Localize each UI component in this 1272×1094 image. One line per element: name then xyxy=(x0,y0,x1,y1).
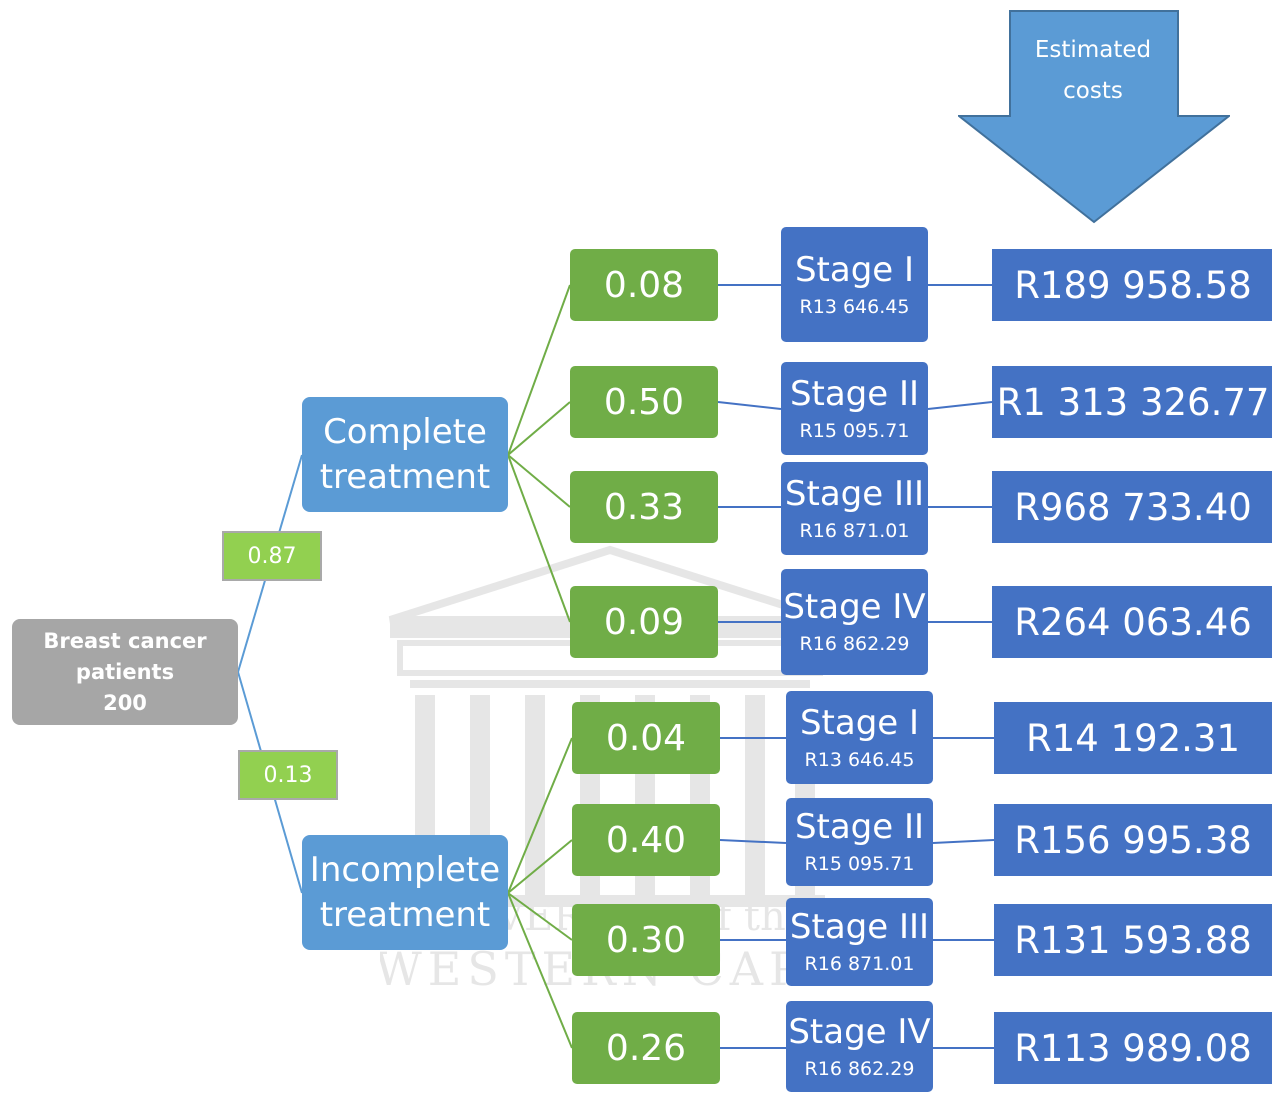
stage-probability: 0.50 xyxy=(570,366,718,438)
stage-cost: R16 871.01 xyxy=(804,953,915,975)
treatment-label: Complete treatment xyxy=(319,411,491,497)
estimated-cost: R131 593.88 xyxy=(994,904,1272,976)
stage-name: Stage I xyxy=(794,249,915,290)
stage-node: Stage II R15 095.71 xyxy=(786,798,933,886)
root-node: Breast cancer patients 200 xyxy=(12,619,238,725)
connector-complete-stage3 xyxy=(507,454,571,508)
connector-complete-stage4 xyxy=(507,454,571,623)
stage-name: Stage III xyxy=(784,473,925,514)
stage-probability: 0.09 xyxy=(570,586,718,658)
root-count: 200 xyxy=(103,690,147,715)
connector-complete-stage1 xyxy=(507,284,571,456)
down-arrow-icon xyxy=(958,10,1230,224)
stage-cost: R16 862.29 xyxy=(799,633,910,655)
estimated-cost: R189 958.58 xyxy=(992,249,1272,321)
connector-incomplete-stage3 xyxy=(507,892,573,941)
stage-name: Stage II xyxy=(789,373,920,414)
stage-cost: R16 862.29 xyxy=(804,1057,915,1080)
stage-node: Stage IV R16 862.29 xyxy=(786,1001,933,1092)
treatment-node-incomplete: Incomplete treatment xyxy=(302,835,508,950)
stage-cost: R13 646.45 xyxy=(804,748,915,771)
stage-probability: 0.04 xyxy=(572,702,720,774)
stage-node: Stage III R16 871.01 xyxy=(786,898,933,986)
stage-cost: R13 646.45 xyxy=(799,295,910,318)
estimated-cost: R113 989.08 xyxy=(994,1012,1272,1084)
stage-node: Stage III R16 871.01 xyxy=(781,462,928,555)
stage-probability: 0.30 xyxy=(572,904,720,976)
estimated-cost: R156 995.38 xyxy=(994,804,1272,876)
stage-cost: R15 095.71 xyxy=(799,419,910,442)
stage-name: Stage IV xyxy=(783,587,926,627)
connector-prob-stage-c2 xyxy=(717,401,782,410)
stage-node: Stage IV R16 862.29 xyxy=(781,569,928,675)
connector-complete-stage2 xyxy=(507,401,571,456)
stage-probability: 0.33 xyxy=(570,471,718,543)
stage-name: Stage IV xyxy=(788,1011,931,1052)
estimated-cost: R968 733.40 xyxy=(992,471,1272,543)
connector-incomplete-stage1 xyxy=(507,737,573,894)
stage-cost: R15 095.71 xyxy=(804,853,915,875)
connector-incomplete-stage2 xyxy=(507,839,573,894)
stage-name: Stage III xyxy=(789,907,930,947)
stage-cost: R16 871.01 xyxy=(799,519,910,542)
root-label: Breast cancer patients xyxy=(43,628,207,684)
connector-incomplete-stage4 xyxy=(507,892,573,1049)
stage-probability: 0.08 xyxy=(570,249,718,321)
connector-stage-cost-i2 xyxy=(932,839,995,844)
stage-node: Stage II R15 095.71 xyxy=(781,362,928,455)
connector-stage-cost-c2 xyxy=(927,401,993,410)
stage-node: Stage I R13 646.45 xyxy=(786,691,933,784)
estimated-cost: R14 192.31 xyxy=(994,702,1272,774)
branch-probability-incomplete: 0.13 xyxy=(238,750,338,800)
stage-name: Stage I xyxy=(799,702,920,743)
treatment-label: Incomplete treatment xyxy=(309,849,501,935)
treatment-node-complete: Complete treatment xyxy=(302,397,508,512)
stage-probability: 0.40 xyxy=(572,804,720,876)
estimated-cost: R1 313 326.77 xyxy=(992,366,1272,438)
stage-name: Stage II xyxy=(794,807,925,847)
branch-probability-complete: 0.87 xyxy=(222,531,322,581)
estimated-cost: R264 063.46 xyxy=(992,586,1272,658)
estimated-costs-label: Estimated costs xyxy=(1034,37,1152,104)
connector-prob-stage-i2 xyxy=(719,839,787,844)
stage-node: Stage I R13 646.45 xyxy=(781,227,928,342)
stage-probability: 0.26 xyxy=(572,1012,720,1084)
